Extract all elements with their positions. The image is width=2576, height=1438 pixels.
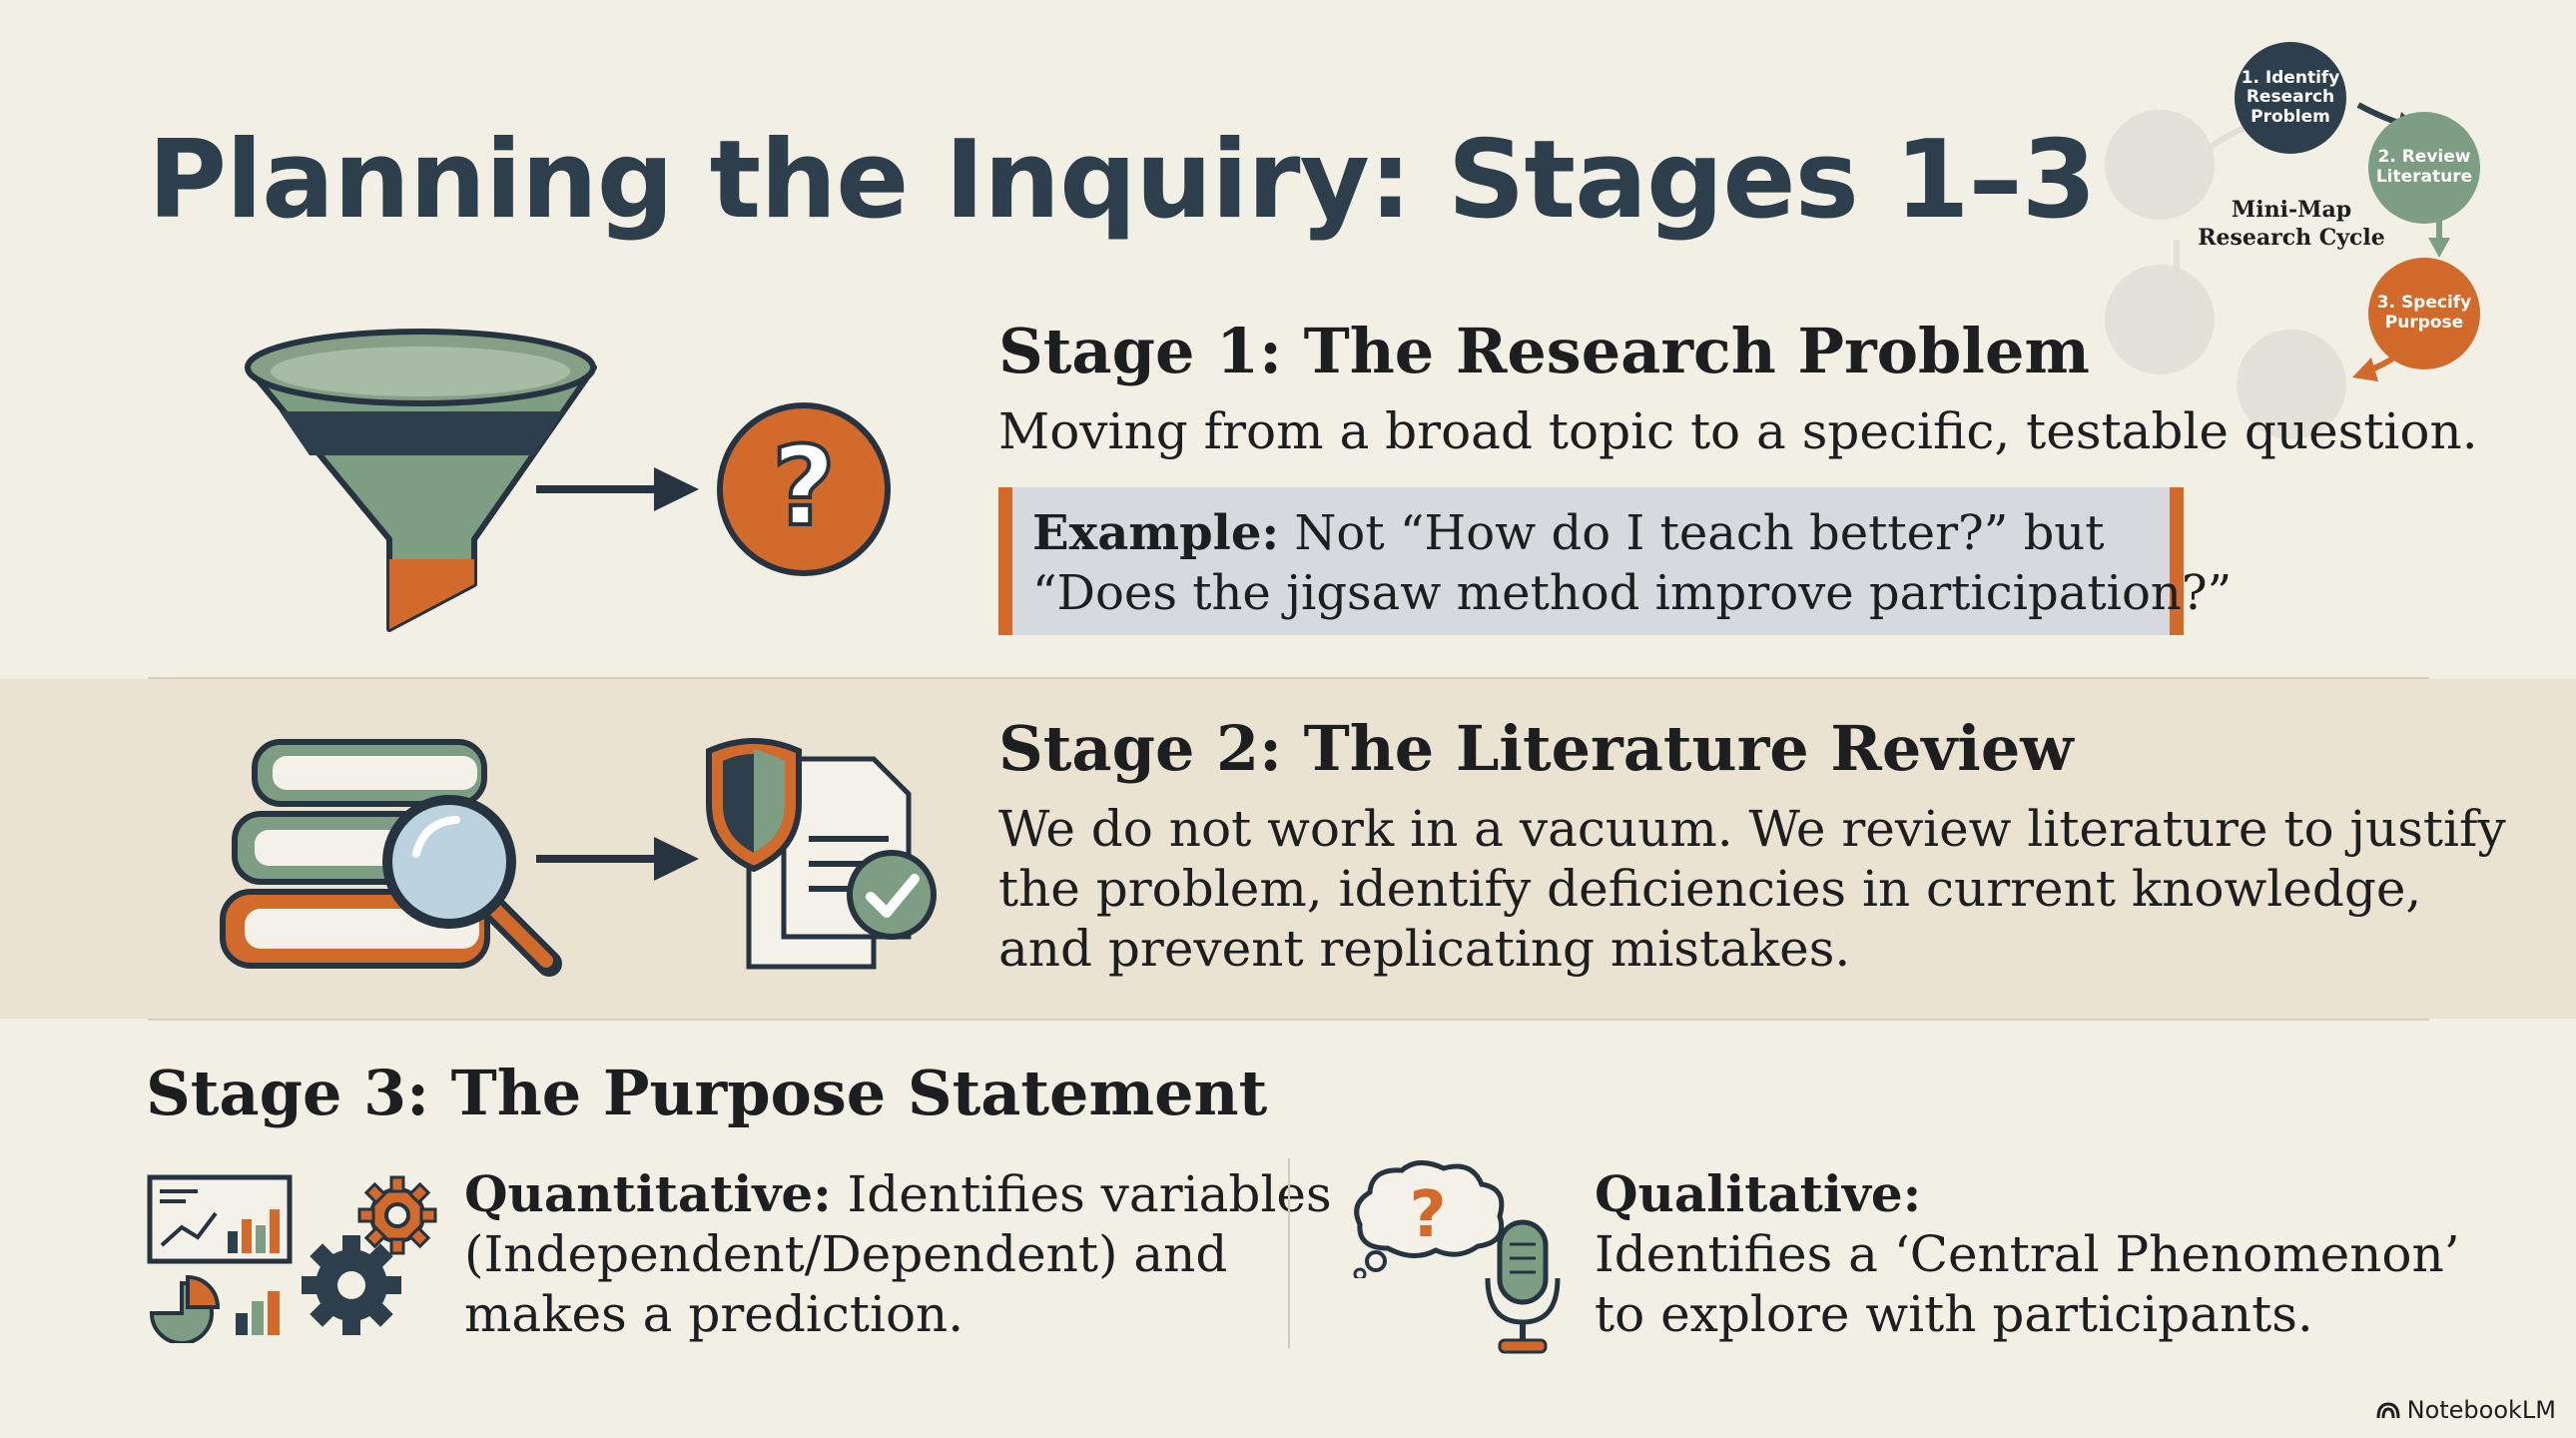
stage3-heading: Stage 3: The Purpose Statement — [146, 1057, 1268, 1129]
quantitative-line2: (Independent/Dependent) and — [464, 1225, 1228, 1283]
stage2-text: We do not work in a vacuum. We review li… — [998, 799, 2506, 979]
qualitative-label: Qualitative: — [1595, 1164, 1922, 1223]
example-text-line1: Not “How do I teach better?” but — [1279, 505, 2105, 561]
stage1-text: Moving from a broad topic to a specific,… — [998, 402, 2478, 460]
shield-document-icon — [706, 738, 937, 970]
example-text-line2: “Does the jigsaw method improve particip… — [1032, 565, 2233, 621]
cycle-placeholder — [2105, 265, 2215, 374]
quantitative-label: Quantitative: — [464, 1164, 832, 1223]
quantitative-text: Quantitative: Identifies variables (Inde… — [464, 1164, 1332, 1344]
divider — [148, 677, 2429, 679]
cycle-placeholder — [2105, 110, 2215, 220]
stage2-heading: Stage 2: The Literature Review — [998, 712, 2074, 785]
qualitative-text: Qualitative: Identifies a ‘Central Pheno… — [1595, 1164, 2460, 1344]
magnifier-icon — [382, 795, 562, 977]
stage1-heading: Stage 1: The Research Problem — [998, 315, 2090, 387]
check-icon — [847, 850, 937, 940]
column-divider — [1288, 1158, 1290, 1348]
divider — [148, 1019, 2429, 1021]
example-label: Example: — [1032, 505, 1280, 561]
qualitative-line2: to explore with participants. — [1595, 1285, 2313, 1343]
stage2-text-line1: We do not work in a vacuum. We review li… — [998, 800, 2506, 858]
stage1-example-box: Example: Not “How do I teach better?” bu… — [998, 487, 2233, 635]
svg-text:?: ? — [1409, 1178, 1446, 1252]
qualitative-line1: Identifies a ‘Central Phenomenon’ — [1595, 1225, 2460, 1283]
question-mark-icon: ? — [717, 402, 891, 576]
quantitative-line1: Identifies variables — [831, 1165, 1332, 1223]
cycle-placeholder — [2237, 330, 2346, 439]
brand-label: NotebookLM — [2406, 1396, 2556, 1424]
quantitative-line3: makes a prediction. — [464, 1285, 965, 1343]
arrow-right-icon — [536, 837, 699, 881]
notebooklm-logo-icon — [2376, 1402, 2400, 1419]
page-title: Planning the Inquiry: Stages 1–3 — [148, 118, 2097, 243]
gears-icon — [302, 1175, 437, 1335]
chart-icon — [147, 1174, 293, 1343]
arrow-right-icon — [536, 467, 699, 511]
funnel-icon — [245, 329, 597, 632]
svg-text:?: ? — [772, 422, 836, 550]
microphone-icon — [1485, 1219, 1561, 1354]
stage2-text-line3: and prevent replicating mistakes. — [998, 920, 1851, 978]
notebooklm-brand: NotebookLM — [2375, 1396, 2556, 1424]
thought-bubble-icon: ? — [1353, 1160, 1505, 1278]
stage2-text-line2: the problem, identify deficiencies in cu… — [998, 860, 2422, 918]
